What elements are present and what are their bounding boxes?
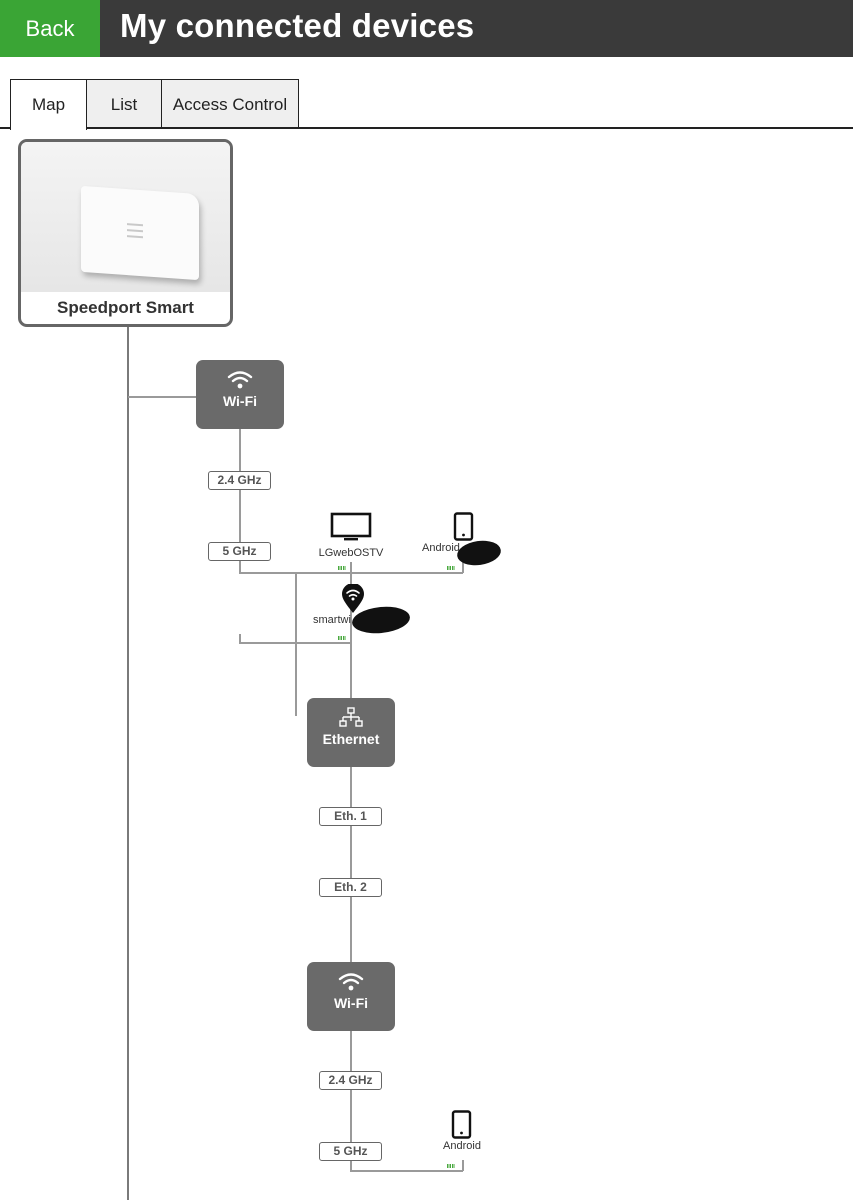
branch-line [128, 396, 196, 398]
smartphone-icon [451, 1110, 472, 1139]
mesh-line [239, 642, 351, 644]
device-label: Android [443, 1140, 481, 1152]
ethernet-branch-line [295, 573, 297, 716]
signal-strength-icon [338, 566, 346, 570]
router-card[interactable]: Speedport Smart [18, 139, 233, 327]
signal-strength-icon [447, 1164, 455, 1168]
ethernet-hub[interactable]: Ethernet [307, 698, 395, 767]
page-title: My connected devices [120, 7, 475, 44]
tv-drop-line [350, 562, 352, 573]
android-drop-line [462, 562, 464, 573]
router-led [127, 223, 143, 227]
signal-strength-icon [447, 566, 455, 570]
back-button[interactable]: Back [0, 0, 100, 57]
device-smartwi[interactable]: smartwi [308, 584, 418, 626]
band-5ghz[interactable]: 5 GHz [208, 542, 271, 561]
tab-map[interactable]: Map [10, 79, 87, 130]
hub-label: Wi-Fi [222, 393, 258, 409]
android2-drop-line [462, 1160, 464, 1171]
tab-list[interactable]: List [86, 79, 162, 129]
hub-label: Wi-Fi [333, 995, 369, 1011]
band-5ghz-repeater[interactable]: 5 GHz [319, 1142, 382, 1161]
device-lgwebostv[interactable]: LGwebOSTV [312, 512, 390, 559]
router-led [127, 229, 143, 233]
wifi-icon [227, 371, 253, 389]
router-name: Speedport Smart [57, 298, 194, 317]
router-device-image [81, 185, 199, 281]
router-photo [21, 142, 230, 292]
band5-device-line-2 [350, 1170, 463, 1172]
tabs-divider [0, 127, 853, 129]
device-android-repeater[interactable]: Android [432, 1110, 492, 1152]
tab-access-control[interactable]: Access Control [161, 79, 299, 129]
ethernet-stem-line [350, 767, 352, 963]
repeater-wifi-hub[interactable]: Wi-Fi [307, 962, 395, 1031]
app-header: Back My connected devices [0, 0, 853, 57]
port-eth-2[interactable]: Eth. 2 [319, 878, 382, 897]
tv-icon [330, 512, 372, 541]
repeater-link-line [350, 573, 352, 698]
wifi-hub[interactable]: Wi-Fi [196, 360, 284, 429]
wifi-icon [338, 973, 364, 991]
trunk-line [127, 326, 129, 1200]
signal-strength-icon [338, 636, 346, 640]
repeater-pin-icon [342, 584, 364, 613]
router-led [127, 235, 143, 239]
device-label: smartwi [313, 614, 351, 626]
device-label: LGwebOSTV [318, 547, 384, 559]
mesh-tick-line [239, 634, 241, 643]
wifi-stem-line [239, 429, 241, 573]
smartphone-icon [453, 512, 474, 541]
hub-label: Ethernet [322, 731, 380, 747]
network-icon [339, 707, 363, 727]
device-android[interactable]: Android [418, 512, 508, 554]
band-2-4ghz[interactable]: 2.4 GHz [208, 471, 271, 490]
port-eth-1[interactable]: Eth. 1 [319, 807, 382, 826]
device-label: Android [422, 542, 460, 554]
wifi2-stem-line [350, 1030, 352, 1171]
band-2-4ghz-repeater[interactable]: 2.4 GHz [319, 1071, 382, 1090]
